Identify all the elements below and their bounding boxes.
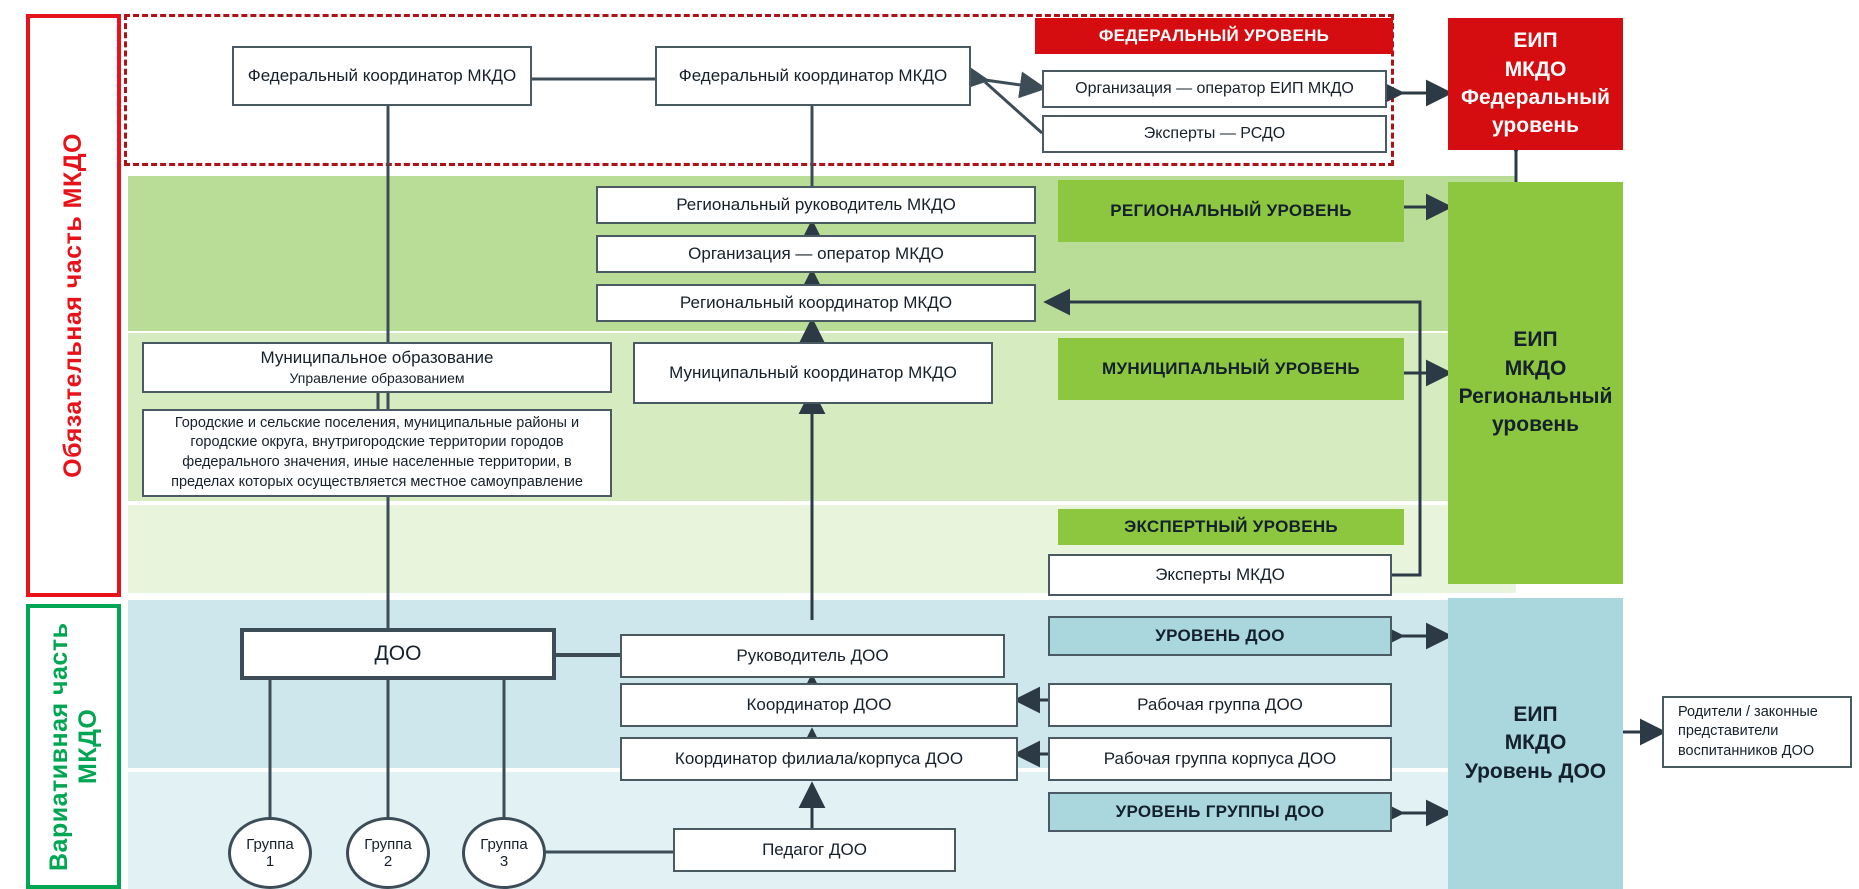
side-label-mandatory-text: Обязательная часть МКДО xyxy=(59,133,88,478)
eip-regional-panel[interactable]: ЕИП МКДО Региональный уровень xyxy=(1448,182,1623,584)
group-circle-3-number: 3 xyxy=(499,853,509,870)
node-parents-line1: Родители / законные xyxy=(1678,703,1818,720)
node-doo-work-group[interactable]: Рабочая группа ДОО xyxy=(1048,683,1392,727)
level-header-doo-text: УРОВЕНЬ ДОО xyxy=(1155,626,1285,646)
eip-regional-line2: МКДО xyxy=(1504,356,1567,380)
group-circle-2[interactable]: Группа 2 xyxy=(346,817,430,889)
group-circle-2-name: Группа xyxy=(364,835,412,853)
eip-doo-panel[interactable]: ЕИП МКДО Уровень ДОО xyxy=(1448,598,1623,889)
eip-regional-line1: ЕИП xyxy=(1513,328,1558,352)
group-circle-3-name: Группа xyxy=(480,835,528,853)
node-federal-coordinator-left-label: Федеральный координатор МКДО xyxy=(247,65,517,85)
node-regional-head-label: Региональный руководитель МКДО xyxy=(676,194,956,214)
node-regional-coordinator-label: Региональный координатор МКДО xyxy=(679,292,953,312)
side-label-variable: Вариативная часть МКДО xyxy=(26,604,121,889)
group-circle-1[interactable]: Группа 1 xyxy=(228,817,312,889)
node-regional-head[interactable]: Региональный руководитель МКДО xyxy=(596,186,1036,224)
eip-federal-line1: ЕИП xyxy=(1513,29,1558,53)
level-header-expert: ЭКСПЕРТНЫЙ УРОВЕНЬ xyxy=(1058,509,1404,545)
node-federal-coordinator-right-label: Федеральный координатор МКДО xyxy=(678,65,948,85)
node-municipal-note-text: Городские и сельские поселения, муниципа… xyxy=(171,414,583,490)
level-header-municipal: МУНИЦИПАЛЬНЫЙ УРОВЕНЬ xyxy=(1058,338,1404,400)
eip-regional-line4: уровень xyxy=(1492,413,1579,437)
side-label-mandatory: Обязательная часть МКДО xyxy=(26,14,121,597)
node-doo-branch-coordinator[interactable]: Координатор филиала/корпуса ДОО xyxy=(620,737,1018,781)
node-parents-line2: представители xyxy=(1678,723,1779,740)
node-doo-head-label: Руководитель ДОО xyxy=(736,645,889,665)
level-header-group: УРОВЕНЬ ГРУППЫ ДОО xyxy=(1048,792,1392,832)
node-federal-coordinator-right[interactable]: Федеральный координатор МКДО xyxy=(655,46,971,106)
side-label-variable-text: Вариативная часть МКДО xyxy=(44,622,102,871)
eip-regional-line3: Региональный xyxy=(1458,385,1613,408)
level-header-regional-text: РЕГИОНАЛЬНЫЙ УРОВЕНЬ xyxy=(1110,201,1352,221)
node-municipal-note: Городские и сельские поселения, муниципа… xyxy=(142,409,612,497)
node-municipal-education[interactable]: Муниципальное образование Управление обр… xyxy=(142,342,612,393)
node-experts-mkdo-label: Эксперты МКДО xyxy=(1155,564,1285,584)
node-doo-work-group-label: Рабочая группа ДОО xyxy=(1137,694,1303,714)
group-circle-2-number: 2 xyxy=(383,853,393,870)
node-regional-operator-label: Организация — оператор МКДО xyxy=(688,243,944,263)
node-doo-org[interactable]: ДОО xyxy=(240,628,556,680)
node-experts-mkdo[interactable]: Эксперты МКДО xyxy=(1048,554,1392,596)
level-header-federal: ФЕДЕРАЛЬНЫЙ УРОВЕНЬ xyxy=(1035,18,1393,54)
node-parents-line3: воспитанников ДОО xyxy=(1678,742,1815,759)
node-experts-rsdo[interactable]: Эксперты — РСДО xyxy=(1042,115,1387,153)
node-eip-operator-org-label: Организация — оператор ЕИП МКДО xyxy=(1075,80,1354,98)
node-doo-coordinator-label: Координатор ДОО xyxy=(746,694,892,714)
node-doo-branch-work-group[interactable]: Рабочая группа корпуса ДОО xyxy=(1048,737,1392,781)
node-doo-teacher[interactable]: Педагог ДОО xyxy=(673,828,956,872)
eip-doo-line2: МКДО xyxy=(1504,731,1567,755)
node-doo-branch-coordinator-label: Координатор филиала/корпуса ДОО xyxy=(674,748,964,768)
node-federal-coordinator-left[interactable]: Федеральный координатор МКДО xyxy=(232,46,532,106)
group-circle-1-name: Группа xyxy=(246,835,294,853)
eip-doo-line3: Уровень ДОО xyxy=(1464,759,1607,783)
node-parents[interactable]: Родители / законные представители воспит… xyxy=(1662,696,1852,768)
node-municipal-education-subtitle: Управление образованием xyxy=(289,370,465,387)
node-doo-org-label: ДОО xyxy=(374,642,422,666)
level-header-regional: РЕГИОНАЛЬНЫЙ УРОВЕНЬ xyxy=(1058,180,1404,242)
node-doo-coordinator[interactable]: Координатор ДОО xyxy=(620,683,1018,727)
level-header-doo: УРОВЕНЬ ДОО xyxy=(1048,616,1392,656)
eip-doo-line1: ЕИП xyxy=(1513,702,1558,726)
group-circle-3[interactable]: Группа 3 xyxy=(462,817,546,889)
node-municipal-coordinator-label: Муниципальный координатор МКДО xyxy=(669,362,957,382)
node-municipal-education-title: Муниципальное образование xyxy=(260,347,494,367)
eip-federal-line2: МКДО xyxy=(1504,57,1567,81)
node-experts-rsdo-label: Эксперты — РСДО xyxy=(1143,125,1286,143)
eip-federal-line4: уровень xyxy=(1492,114,1579,138)
node-regional-coordinator[interactable]: Региональный координатор МКДО xyxy=(596,284,1036,322)
node-doo-branch-work-group-label: Рабочая группа корпуса ДОО xyxy=(1103,748,1337,768)
node-regional-operator[interactable]: Организация — оператор МКДО xyxy=(596,235,1036,273)
level-header-federal-text: ФЕДЕРАЛЬНЫЙ УРОВЕНЬ xyxy=(1098,26,1330,46)
level-header-group-text: УРОВЕНЬ ГРУППЫ ДОО xyxy=(1115,802,1325,822)
group-circle-1-number: 1 xyxy=(265,853,275,870)
level-header-municipal-text: МУНИЦИПАЛЬНЫЙ УРОВЕНЬ xyxy=(1102,359,1360,379)
level-header-expert-text: ЭКСПЕРТНЫЙ УРОВЕНЬ xyxy=(1124,517,1338,537)
eip-federal-line3: Федеральный xyxy=(1461,86,1610,109)
node-municipal-coordinator[interactable]: Муниципальный координатор МКДО xyxy=(633,342,993,404)
node-doo-teacher-label: Педагог ДОО xyxy=(762,839,867,859)
node-eip-operator-org[interactable]: Организация — оператор ЕИП МКДО xyxy=(1042,70,1387,108)
node-doo-head[interactable]: Руководитель ДОО xyxy=(620,634,1005,678)
eip-federal-panel[interactable]: ЕИП МКДО Федеральный уровень xyxy=(1448,18,1623,150)
